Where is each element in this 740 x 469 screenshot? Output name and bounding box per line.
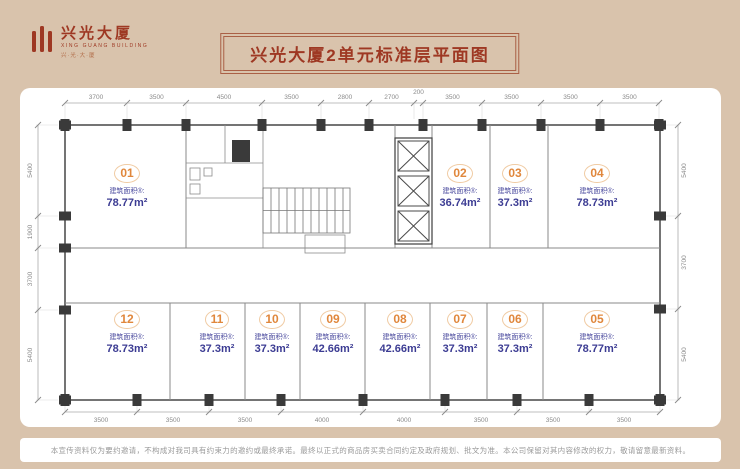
dimension-lines: [37, 102, 679, 413]
unit-area-value: 78.73m²: [576, 197, 618, 209]
dim-left-3: 5400: [27, 347, 34, 362]
unit-label-07: 07 建筑面积®: 37.3m²: [428, 310, 492, 355]
floorplan-drawing: 3700 3500 4500 3500 2800 2700 200 3500 3…: [27, 89, 688, 424]
unit-number: 07: [447, 310, 473, 329]
unit-number: 05: [584, 310, 610, 329]
dim-bottom-0: 3500: [94, 417, 109, 424]
unit-number: 04: [584, 164, 610, 183]
dim-bottom-6: 3500: [546, 417, 561, 424]
unit-area-label: 建筑面积®:: [497, 188, 533, 195]
staircase: [262, 187, 351, 234]
brand-name-en: XING GUANG BUILDING: [61, 43, 149, 50]
disclaimer-text: 本宣传资料仅为要约邀请，不构成对我司具有约束力的邀约或最终承诺。最终以正式的商品…: [20, 438, 721, 462]
dim-top-3: 3500: [284, 94, 299, 101]
unit-area-label: 建筑面积®:: [442, 334, 478, 341]
dim-top-0: 3700: [89, 94, 104, 101]
unit-area-value: 78.77m²: [106, 197, 148, 209]
unit-area-value: 42.66m²: [379, 343, 421, 355]
unit-area-value: 37.3m²: [199, 343, 235, 355]
unit-number: 01: [114, 164, 140, 183]
unit-number: 10: [259, 310, 285, 329]
dim-top-10: 3500: [622, 94, 637, 101]
unit-area-label: 建筑面积®:: [579, 334, 615, 341]
unit-label-11: 11 建筑面积®: 37.3m²: [185, 310, 249, 355]
unit-area-value: 36.74m²: [439, 197, 481, 209]
dim-left-2: 3700: [27, 271, 34, 286]
dim-top-1: 3500: [149, 94, 164, 101]
unit-area-label: 建筑面积®:: [109, 188, 145, 195]
unit-number: 09: [320, 310, 346, 329]
unit-label-12: 12 建筑面积®: 78.73m²: [95, 310, 159, 355]
unit-area-label: 建筑面积®:: [109, 334, 145, 341]
unit-area-label: 建筑面积®:: [579, 188, 615, 195]
dim-top-4: 2800: [338, 94, 353, 101]
dim-right-2: 5400: [681, 347, 688, 362]
dim-right-1: 3700: [681, 255, 688, 270]
unit-area-label: 建筑面积®:: [382, 334, 418, 341]
dim-bottom-3: 4000: [315, 417, 330, 424]
dim-bottom-2: 3500: [238, 417, 253, 424]
brand-name: 兴光大厦: [61, 24, 134, 42]
dim-top-5: 2700: [384, 94, 399, 101]
unit-area-label: 建筑面积®:: [254, 334, 290, 341]
dim-top-6: 200: [413, 89, 424, 96]
title-box: 兴光大厦2单元标准层平面图: [220, 33, 520, 74]
unit-area-value: 78.73m²: [106, 343, 148, 355]
unit-area-value: 37.3m²: [442, 343, 478, 355]
dim-top-8: 3500: [504, 94, 519, 101]
dim-bottom-7: 3500: [617, 417, 632, 424]
floorplan-panel: 3700 3500 4500 3500 2800 2700 200 3500 3…: [20, 88, 721, 427]
brand-text: 兴光大厦 XING GUANG BUILDING 兴·光·大·厦: [61, 24, 149, 59]
unit-label-09: 09 建筑面积®: 42.66m²: [301, 310, 365, 355]
unit-number: 02: [447, 164, 473, 183]
unit-label-08: 08 建筑面积®: 42.66m²: [368, 310, 432, 355]
brand-logo-icon: [30, 24, 54, 61]
unit-area-value: 42.66m²: [312, 343, 354, 355]
unit-number: 03: [502, 164, 528, 183]
unit-number: 08: [387, 310, 413, 329]
service-rooms: [186, 125, 346, 254]
unit-number: 06: [502, 310, 528, 329]
unit-number: 11: [204, 310, 230, 329]
dim-top-2: 4500: [217, 94, 232, 101]
dim-right-0: 5400: [681, 163, 688, 178]
unit-label-04: 04 建筑面积®: 78.73m²: [565, 164, 629, 209]
unit-area-value: 37.3m²: [497, 343, 533, 355]
unit-label-05: 05 建筑面积®: 78.77m²: [565, 310, 629, 355]
columns: [59, 119, 666, 406]
dim-top-9: 3500: [563, 94, 578, 101]
unit-area-value: 37.3m²: [254, 343, 290, 355]
unit-area-label: 建筑面积®:: [497, 334, 533, 341]
unit-label-10: 10 建筑面积®: 37.3m²: [240, 310, 304, 355]
elevator-core: [394, 137, 433, 245]
dim-bottom-5: 3500: [474, 417, 489, 424]
unit-area-value: 37.3m²: [497, 197, 533, 209]
unit-label-01: 01 建筑面积®: 78.77m²: [95, 164, 159, 209]
brand-logo: 兴光大厦 XING GUANG BUILDING 兴·光·大·厦: [30, 24, 148, 61]
unit-area-label: 建筑面积®:: [199, 334, 235, 341]
dim-left-1: 1900: [27, 224, 34, 239]
unit-number: 12: [114, 310, 140, 329]
brand-tagline: 兴·光·大·厦: [61, 52, 96, 59]
dim-left-0: 5400: [27, 163, 34, 178]
extension-lines: [36, 103, 680, 412]
unit-area-value: 78.77m²: [576, 343, 618, 355]
unit-area-label: 建筑面积®:: [315, 334, 351, 341]
dimension-ticks: [34, 99, 682, 416]
unit-area-label: 建筑面积®:: [442, 188, 478, 195]
dim-bottom-1: 3500: [166, 417, 181, 424]
unit-label-02: 02 建筑面积®: 36.74m²: [428, 164, 492, 209]
dim-bottom-4: 4000: [397, 417, 412, 424]
unit-label-06: 06 建筑面积®: 37.3m²: [483, 310, 547, 355]
duct-shaft: [232, 140, 250, 162]
page-title: 兴光大厦2单元标准层平面图: [223, 36, 517, 71]
dim-top-7: 3500: [445, 94, 460, 101]
unit-label-03: 03 建筑面积®: 37.3m²: [483, 164, 547, 209]
